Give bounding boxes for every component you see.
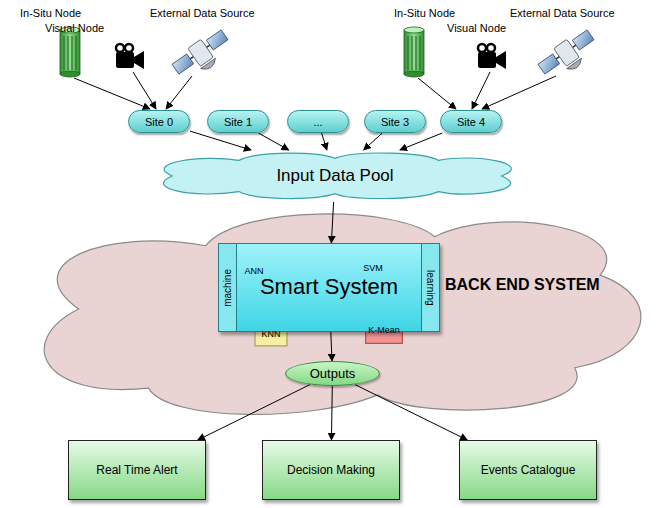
node-label: Events Catalogue bbox=[481, 463, 576, 477]
output-box: Decision Making bbox=[262, 440, 400, 500]
flow-arrow bbox=[364, 133, 383, 150]
camera-icon bbox=[116, 44, 144, 69]
satellite-icon bbox=[536, 27, 602, 85]
node-label: Input Data Pool bbox=[276, 166, 393, 186]
outputs-ellipse: Outputs bbox=[285, 361, 380, 386]
site-pill: Site 4 bbox=[440, 110, 502, 133]
feed-arrow bbox=[472, 72, 490, 109]
camera-icon bbox=[478, 44, 506, 69]
system-title: Smart System bbox=[219, 274, 439, 300]
node-label: Real Time Alert bbox=[96, 463, 177, 477]
node-label: Outputs bbox=[310, 366, 356, 381]
node-label: Site 1 bbox=[224, 116, 252, 128]
flow-arrow bbox=[258, 133, 288, 150]
node-label: KNN bbox=[261, 329, 280, 339]
node-label: Site 3 bbox=[381, 116, 409, 128]
site-pill: ... bbox=[287, 110, 349, 133]
source-label: External Data Source bbox=[150, 7, 255, 19]
side-strip: learning bbox=[421, 244, 439, 331]
source-label: In-Situ Node bbox=[394, 7, 455, 19]
site-pill: Site 1 bbox=[207, 110, 269, 133]
smart-system-box: Smart SystemmachinelearningANNSVMKNNK-Me… bbox=[218, 243, 440, 332]
flow-arrow bbox=[190, 131, 251, 150]
node-label: K-Mean bbox=[368, 325, 400, 335]
puzzle-piece: K-Mean bbox=[361, 307, 407, 347]
feed-arrow bbox=[133, 72, 156, 109]
feed-arrow bbox=[482, 76, 556, 109]
feed-arrow bbox=[418, 78, 456, 109]
flow-arrow bbox=[400, 133, 442, 150]
output-box: Real Time Alert bbox=[68, 440, 206, 500]
node-label: SVM bbox=[363, 263, 383, 273]
backend-cloud: BACK END SYSTEM Smart Systemmachine learni… bbox=[15, 196, 651, 422]
satellite-icon bbox=[170, 27, 236, 85]
site-pill: Site 3 bbox=[364, 110, 426, 133]
output-box: Events Catalogue bbox=[459, 440, 597, 500]
side-strip: machine bbox=[219, 244, 237, 331]
feed-arrow bbox=[166, 76, 192, 109]
node-label: ... bbox=[313, 116, 322, 128]
source-label: External Data Source bbox=[510, 7, 615, 19]
in-situ-icon bbox=[404, 27, 424, 77]
flow-arrow bbox=[322, 133, 327, 150]
side-label: learning bbox=[425, 270, 436, 306]
site-pill: Site 0 bbox=[128, 110, 190, 133]
data-pool-cloud: Input Data Pool bbox=[150, 150, 520, 202]
node-label: Decision Making bbox=[287, 463, 375, 477]
puzzle-piece: KNN bbox=[251, 313, 291, 349]
in-situ-icon bbox=[60, 27, 80, 77]
feed-arrow bbox=[74, 78, 150, 109]
source-label: In-Situ Node bbox=[20, 7, 81, 19]
region-title: BACK END SYSTEM bbox=[445, 276, 600, 294]
source-label: Visual Node bbox=[45, 22, 104, 34]
node-label: Site 0 bbox=[145, 116, 173, 128]
node-label: Site 4 bbox=[457, 116, 485, 128]
node-label: ANN bbox=[244, 266, 263, 276]
side-label: machine bbox=[222, 269, 233, 307]
source-label: Visual Node bbox=[447, 22, 506, 34]
